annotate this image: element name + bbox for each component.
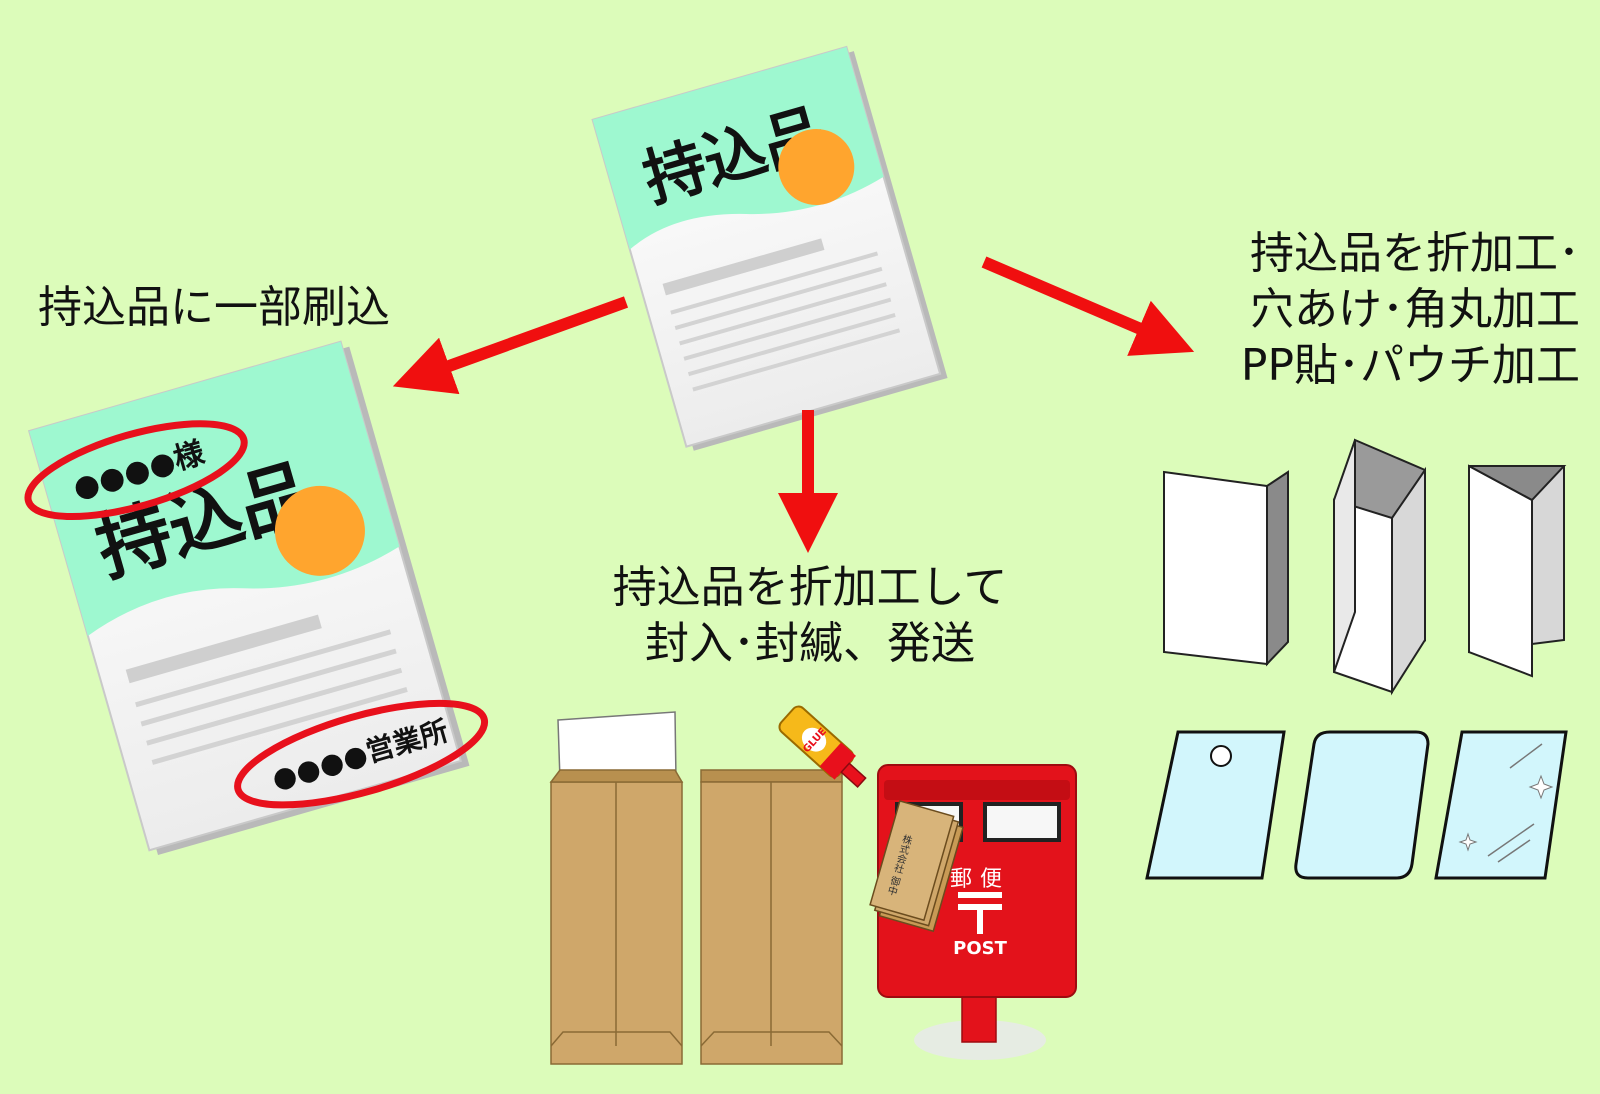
original-flyer: 持込品	[591, 45, 948, 451]
glue-bottle: GLUE	[778, 705, 867, 788]
caption-mailing-line2: 封入･封緘、発送	[645, 618, 975, 669]
imprint-name-ring	[24, 420, 248, 521]
card-laminated	[1434, 730, 1568, 880]
card-hole-punched	[1145, 730, 1286, 880]
imprinted-accent-circle	[274, 485, 365, 576]
caption-finishing-line3: PP貼･パウチ加工	[1240, 340, 1580, 391]
caption-imprint-line: 持込品に一部刷込	[38, 282, 390, 333]
postbox-label: POST	[953, 938, 1007, 959]
envelope-glued	[700, 769, 843, 1065]
imprinted-flyer: 持込品 ●●●●様 ●●●●営業所	[24, 340, 489, 856]
imprinted-text-lines	[135, 629, 408, 765]
flyer-text-lines	[670, 251, 901, 392]
postbox-char2: 便	[980, 867, 1002, 892]
flyer-heading-line	[662, 238, 825, 296]
folded-leaflet-gate	[1468, 464, 1567, 678]
mail-envelopes: 株式会社 御中	[869, 800, 964, 933]
postbox-char1: 郵	[950, 867, 972, 892]
sparkle-icon	[1458, 832, 1478, 852]
arrow-left	[392, 296, 629, 395]
caption-finishing-line2: 穴あけ･角丸加工	[1250, 284, 1580, 335]
arrow-right	[981, 256, 1195, 356]
postal-mark-icon	[958, 892, 1002, 934]
caption-mailing: 持込品を折加工して 封入･封緘、発送	[560, 560, 1060, 672]
envelope-with-sheet	[549, 711, 684, 1065]
folded-leaflet-double	[1163, 470, 1289, 667]
caption-imprint: 持込品に一部刷込	[38, 280, 390, 336]
folded-leaflet-zfold	[1333, 438, 1426, 696]
sparkle-icon	[1528, 774, 1554, 800]
accent-circle	[778, 128, 855, 205]
imprinted-heading-line	[125, 614, 322, 684]
caption-mailing-line1: 持込品を折加工して	[612, 562, 1008, 613]
punched-hole-icon	[1210, 745, 1232, 767]
card-rounded-corners	[1294, 730, 1430, 880]
imprint-branch-ring	[234, 699, 489, 809]
caption-finishing: 持込品を折加工･ 穴あけ･角丸加工 PP貼･パウチ加工	[1160, 226, 1580, 394]
caption-finishing-line1: 持込品を折加工･	[1250, 228, 1580, 279]
